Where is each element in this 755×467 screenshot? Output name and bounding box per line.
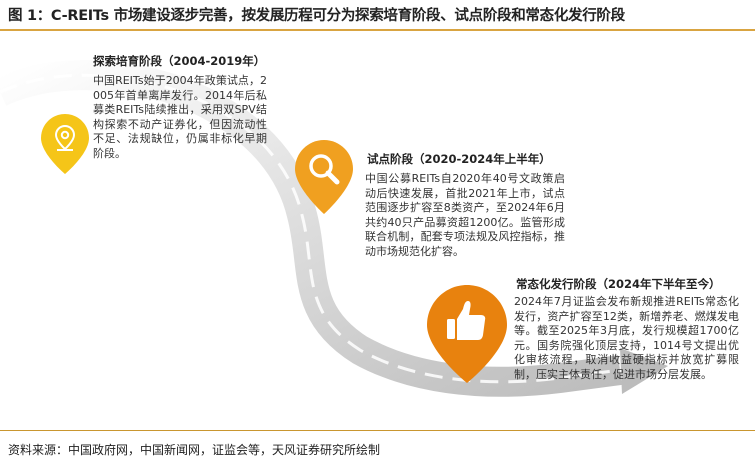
stage-1-title: 探索培育阶段（2004-2019年） bbox=[93, 54, 266, 68]
search-icon bbox=[309, 154, 340, 185]
stage-2-marker bbox=[295, 140, 353, 214]
stage-1-marker bbox=[41, 114, 89, 174]
figure-title: 图 1：C-REITs 市场建设逐步完善，按发展历程可分为探索培育阶段、试点阶段… bbox=[8, 8, 625, 24]
stage-1-description: 中国REITs始于2004年政策试点，2005年首单离岸发行。2014年后私募类… bbox=[93, 74, 267, 160]
title-divider bbox=[0, 29, 755, 31]
thumbs-up-icon bbox=[447, 301, 486, 340]
road-centerline bbox=[0, 73, 621, 384]
timeline-road bbox=[0, 60, 668, 397]
stage-3-description: 2024年7月证监会发布新规推进REITs常态化发行，资产扩容至12类，新增养老… bbox=[514, 295, 739, 381]
road-arrow-head bbox=[620, 348, 668, 394]
figure-source: 资料来源：中国政府网，中国新闻网，证监会等，天风证券研究所绘制 bbox=[8, 443, 381, 457]
stage-2-title: 试点阶段（2020-2024年上半年） bbox=[367, 152, 551, 166]
stage-3-marker bbox=[427, 285, 507, 383]
location-pin-icon bbox=[54, 124, 76, 151]
source-divider bbox=[0, 430, 755, 431]
stage-3-title: 常态化发行阶段（2024年下半年至今） bbox=[516, 277, 721, 291]
stage-2-description: 中国公募REITs自2020年40号文政策启动后快速发展，首批2021年上市，试… bbox=[365, 172, 565, 258]
